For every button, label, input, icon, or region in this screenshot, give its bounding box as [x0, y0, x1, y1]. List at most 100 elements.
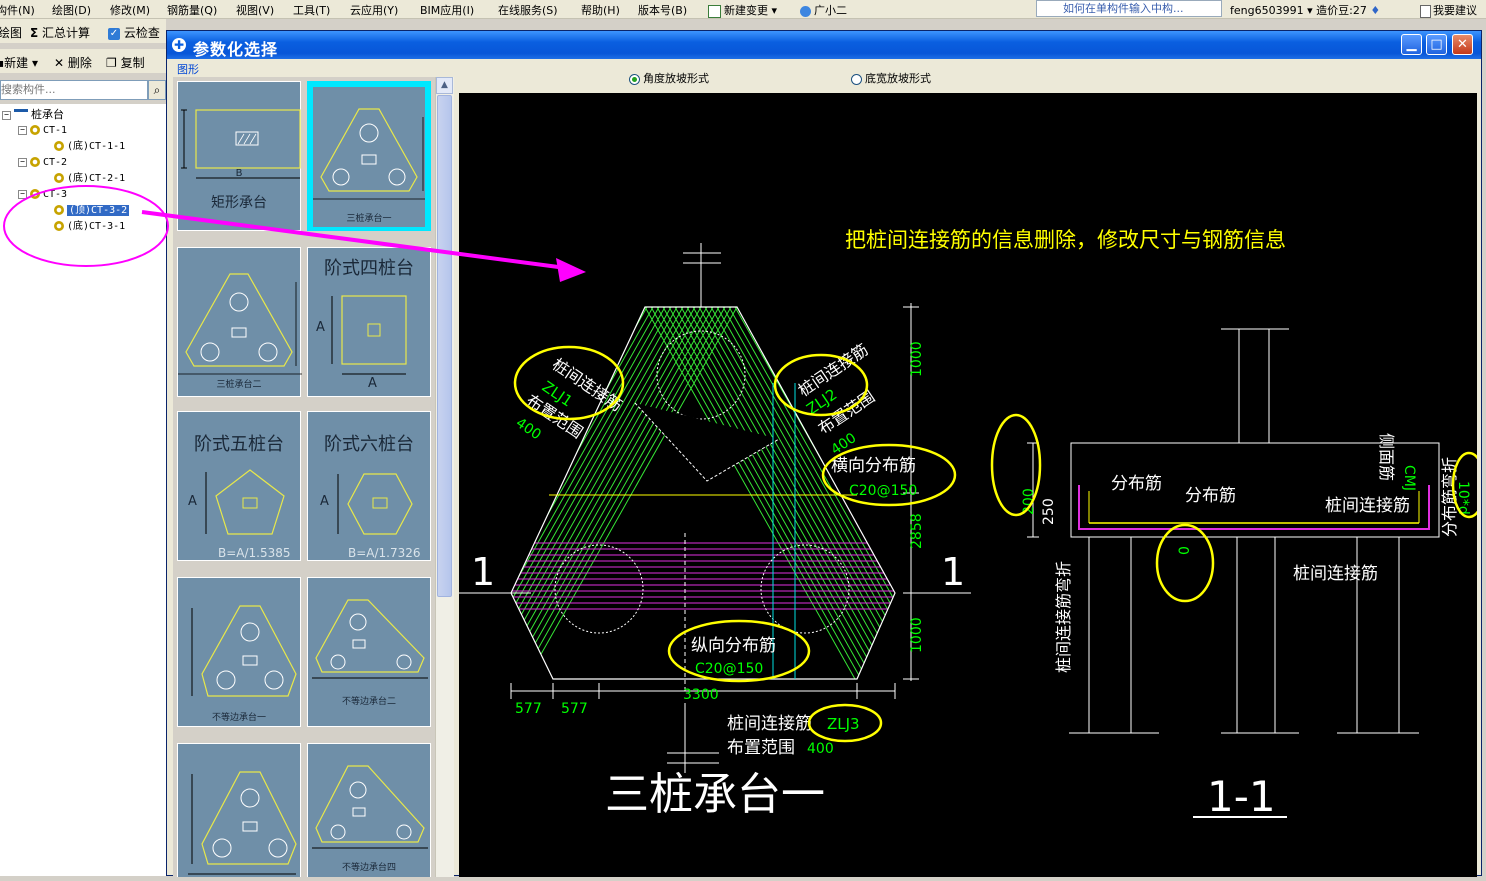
shape-tile-rect[interactable]: B 矩形承台 [177, 81, 301, 231]
shape-group-label: 图形 [177, 63, 199, 76]
rebar-line [511, 307, 708, 679]
shape-tile-step-4-pile[interactable]: 阶式四桩台 A A [307, 247, 431, 397]
component-toolbar: ▪新建 ▾ ✕ 删除 ❐ 复制 [0, 49, 166, 73]
tree-node[interactable]: −CT-2 [18, 156, 67, 170]
tree-node[interactable]: (底)CT-2-1 [54, 172, 125, 186]
menu-assistant[interactable]: 广小二 [800, 2, 847, 18]
rebar-line [511, 307, 690, 679]
gear-icon [54, 173, 64, 183]
menu-draw[interactable]: 绘图(D) [52, 4, 92, 17]
tree-root[interactable]: −桩承台 [2, 108, 64, 122]
section-h200: 200 [1021, 488, 1037, 515]
suggest-link[interactable]: 我要建议 [1420, 2, 1477, 18]
shape-thumbnail [181, 109, 301, 179]
tree-node-selected[interactable]: (顶)CT-3-2 [54, 204, 130, 218]
menu-modify[interactable]: 修改(M) [110, 4, 151, 17]
pile-cap-icon [14, 108, 28, 122]
expand-toggle[interactable]: − [18, 189, 27, 199]
menu-rebar[interactable]: 钢筋量(Q) [167, 4, 218, 17]
section-mark-left: 1 [471, 550, 495, 594]
shape-label: 阶式四桩台 [324, 258, 414, 279]
delete-button[interactable]: ✕ 删除 [54, 56, 92, 70]
rebar-line [662, 307, 874, 679]
longitudinal-label: 纵向分布筋 [691, 636, 776, 656]
close-icon: ✕ [1457, 37, 1468, 52]
rebar-line [511, 307, 720, 679]
dialog-app-icon: ✚ [172, 38, 186, 52]
cloud-check-button[interactable]: ✓ 云检查 [108, 26, 160, 40]
dim-label: B=A/1.7326 [348, 546, 421, 560]
shape-tile-three-pile-1[interactable]: 三桩承台一 [307, 81, 431, 231]
rebar-line [511, 307, 666, 679]
transverse-label: 横向分布筋 [831, 456, 916, 476]
section-mark-right: 1 [941, 550, 965, 594]
gallery-scrollbar[interactable]: ▲ [435, 77, 454, 877]
dim-label: A [368, 376, 377, 391]
tree-node[interactable]: −CT-3 [18, 188, 67, 202]
menu-bim[interactable]: BIM应用(I) [420, 4, 475, 17]
shape-tile-step-6-pile[interactable]: 阶式六桩台 A B=A/1.7326 [307, 411, 431, 561]
shape-tile-unequal-3[interactable] [177, 743, 301, 877]
dim-label: B [235, 168, 243, 179]
shape-label: 不等边承台四 [341, 863, 396, 873]
check-icon: ✓ [108, 27, 120, 40]
section-view [1027, 328, 1440, 734]
component-search-input[interactable]: 搜索构件... [0, 80, 148, 100]
menu-help[interactable]: 帮助(H) [581, 4, 620, 17]
expand-toggle[interactable]: − [2, 110, 11, 120]
radio-angle-slope[interactable]: 角度放坡形式 [629, 70, 709, 86]
shape-tile-unequal-1[interactable]: 不等边承台一 [177, 577, 301, 727]
scroll-thumb[interactable] [437, 95, 452, 597]
menu-new-change[interactable]: 新建变更 ▾ [708, 2, 777, 18]
rebar-line [704, 307, 895, 679]
gear-icon [30, 189, 40, 199]
minimize-button[interactable]: ▁ [1401, 34, 1422, 55]
summary-calc-button[interactable]: Σ 汇总计算 [30, 26, 91, 40]
help-search-hint[interactable]: 如何在单构件输入中构... [1036, 0, 1222, 17]
search-icon: ⌕ [153, 83, 161, 97]
section-dist-1: 分布筋 [1111, 474, 1162, 494]
zlj3-range: 布置范围 [727, 738, 795, 758]
menu-component[interactable]: 构件(N) [0, 4, 35, 17]
dialog-titlebar[interactable]: ✚ 参数化选择 ▁ □ ✕ [167, 31, 1481, 59]
radio-dot [629, 73, 640, 85]
rebar-line [511, 307, 672, 679]
rebar-line [514, 307, 726, 679]
new-button[interactable]: ▪新建 ▾ [0, 54, 38, 71]
shape-label: 矩形承台 [211, 195, 267, 211]
menu-online[interactable]: 在线服务(S) [498, 4, 558, 17]
rebar-line [650, 307, 862, 679]
radio-bottom-width-slope[interactable]: 底宽放坡形式 [851, 70, 931, 86]
menu-view[interactable]: 视图(V) [236, 4, 275, 17]
menu-cloud[interactable]: 云应用(Y) [350, 4, 399, 17]
scroll-up-button[interactable]: ▲ [436, 77, 453, 94]
rebar-line [686, 307, 895, 679]
copy-button[interactable]: ❐ 复制 [106, 56, 145, 70]
user-info[interactable]: feng6503991 ▾ 造价豆:27 ♦ [1230, 4, 1381, 17]
copy-icon: ❐ [106, 56, 117, 70]
menu-version[interactable]: 版本号(B) [638, 4, 688, 17]
expand-toggle[interactable]: − [18, 157, 27, 167]
draw-button[interactable]: 绘图 [0, 26, 23, 40]
shape-tile-unequal-2[interactable]: 不等边承台二 [307, 577, 431, 727]
shape-thumbnail [313, 108, 425, 200]
search-button[interactable]: ⌕ [148, 80, 166, 100]
bell-icon: ♦ [1370, 4, 1381, 17]
expand-toggle[interactable]: − [18, 125, 27, 135]
rebar-line [656, 307, 868, 679]
section-dist-2: 分布筋 [1185, 486, 1236, 506]
close-button[interactable]: ✕ [1452, 34, 1473, 55]
shape-thumbnail [312, 599, 428, 679]
section-side: 侧面筋 [1377, 433, 1396, 481]
shape-tile-unequal-4[interactable]: 不等边承台四 [307, 743, 431, 877]
gear-icon [54, 141, 64, 151]
shape-tile-step-5-pile[interactable]: 阶式五桩台 A B=A/1.5385 [177, 411, 301, 561]
menu-tools[interactable]: 工具(T) [293, 4, 331, 17]
shape-tile-three-pile-2[interactable]: 三桩承台二 [177, 247, 302, 397]
maximize-button[interactable]: □ [1426, 34, 1447, 55]
drawing-canvas[interactable]: 把桩间连接筋的信息删除，修改尺寸与钢筋信息 1 1 [459, 93, 1486, 877]
rebar-line [668, 307, 880, 679]
tree-node[interactable]: −CT-1 [18, 124, 67, 138]
tree-node[interactable]: (底)CT-1-1 [54, 140, 125, 154]
tree-node[interactable]: (底)CT-3-1 [54, 220, 125, 234]
